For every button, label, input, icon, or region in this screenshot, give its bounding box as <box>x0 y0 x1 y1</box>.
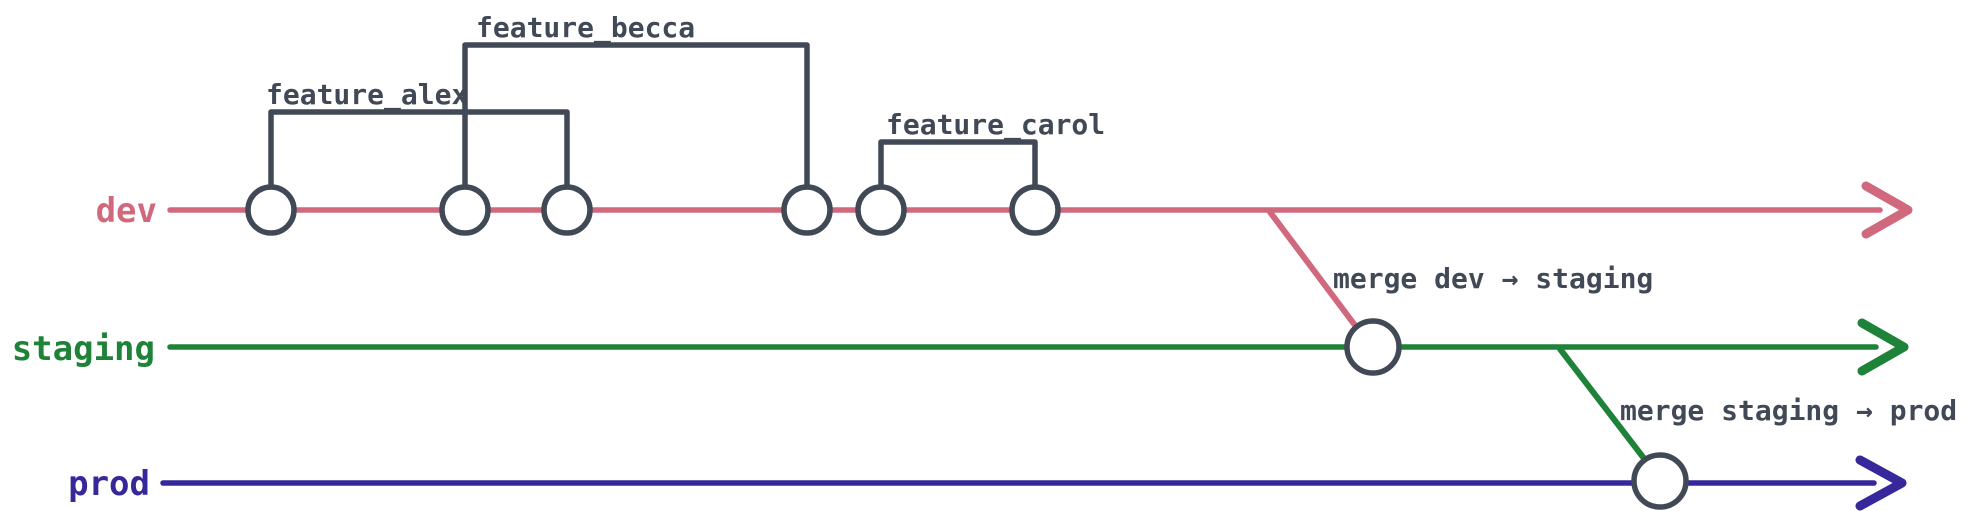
merge-dev-to-staging-edge <box>1267 209 1363 335</box>
commit-node-dev-6 <box>1009 184 1061 236</box>
feature-becca-bracket <box>462 42 810 192</box>
feature-becca-label: feature_becca <box>476 11 695 44</box>
prod-arrowhead-icon <box>1855 455 1907 511</box>
merge-commit-node-staging <box>1344 318 1402 376</box>
commit-node-dev-1 <box>245 184 297 236</box>
feature-alex-label: feature_alex <box>266 78 468 111</box>
dev-arrowhead-icon <box>1861 181 1913 239</box>
dev-branch-label: dev <box>96 191 157 231</box>
commit-node-dev-3 <box>541 184 593 236</box>
commit-node-dev-5 <box>855 184 907 236</box>
staging-arrowhead-icon <box>1857 318 1909 376</box>
prod-branch-label: prod <box>68 464 150 504</box>
commit-node-dev-2 <box>439 184 491 236</box>
merge-staging-prod-label: merge staging → prod <box>1620 394 1957 427</box>
feature-alex-bracket <box>268 109 570 193</box>
merge-dev-staging-label: merge dev → staging <box>1333 262 1653 295</box>
staging-branch-label: staging <box>12 329 155 369</box>
merge-commit-node-prod <box>1631 452 1689 510</box>
feature-carol-bracket <box>878 139 1038 194</box>
commit-node-dev-4 <box>781 184 833 236</box>
merge-staging-to-prod-edge <box>1557 346 1649 464</box>
feature-carol-label: feature_carol <box>886 108 1105 141</box>
